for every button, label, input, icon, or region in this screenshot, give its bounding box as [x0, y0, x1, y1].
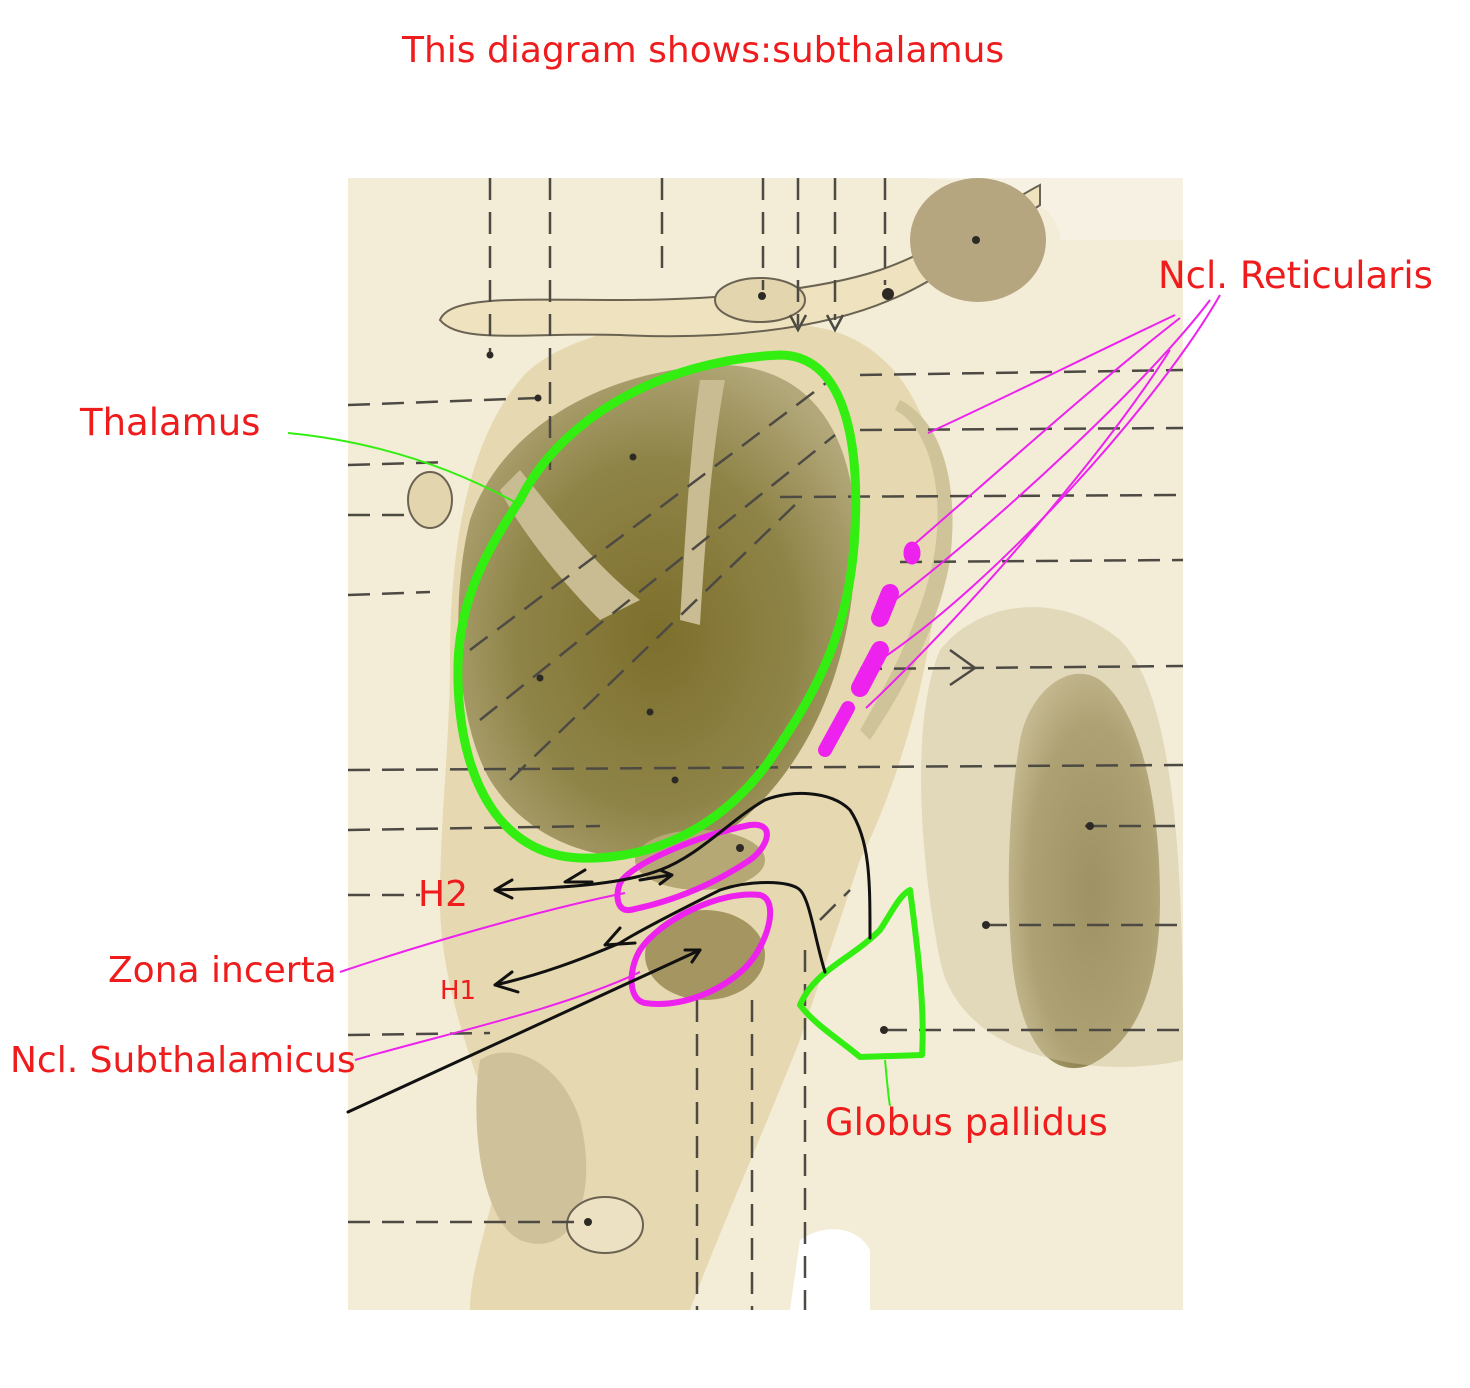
reticularis-leader-1 — [927, 314, 1176, 434]
tissue-plate — [348, 178, 1183, 1310]
subthalamic-nucleus-outline — [628, 891, 773, 1007]
globus-pallidus-leader — [884, 1059, 891, 1107]
label-h1: H1 — [440, 976, 477, 1006]
zona-incerta-outline — [614, 821, 770, 913]
subthalamicus-leader — [354, 971, 641, 1061]
label-thalamus: Thalamus — [80, 401, 261, 444]
label-zona-incerta: Zona incerta — [108, 950, 337, 991]
diagram-title: This diagram shows:subthalamus — [402, 30, 1005, 71]
guide-arrowheads — [788, 314, 978, 687]
label-globus-pallidus: Globus pallidus — [825, 1101, 1108, 1144]
dashed-guide-lines — [347, 178, 1184, 1310]
reticularis-leader-4 — [879, 294, 1221, 661]
reticularis-marks — [818, 541, 921, 757]
thalamus-leader — [287, 432, 521, 506]
reticularis-leader-3 — [894, 299, 1211, 601]
zona-incerta-leader — [339, 892, 626, 973]
label-ncl-subthalamicus: Ncl. Subthalamicus — [10, 1040, 356, 1081]
leader-lines — [287, 294, 1221, 1107]
pointer-dots — [486, 236, 1094, 1226]
thalamus-outline — [453, 350, 861, 863]
label-ncl-reticularis: Ncl. Reticularis — [1158, 254, 1433, 297]
fiber-arrows — [346, 791, 872, 1114]
globus-pallidus-outline — [797, 887, 926, 1060]
label-h2: H2 — [418, 874, 468, 915]
reticularis-leader-5 — [865, 349, 1171, 709]
reticularis-leader-2 — [909, 317, 1181, 549]
